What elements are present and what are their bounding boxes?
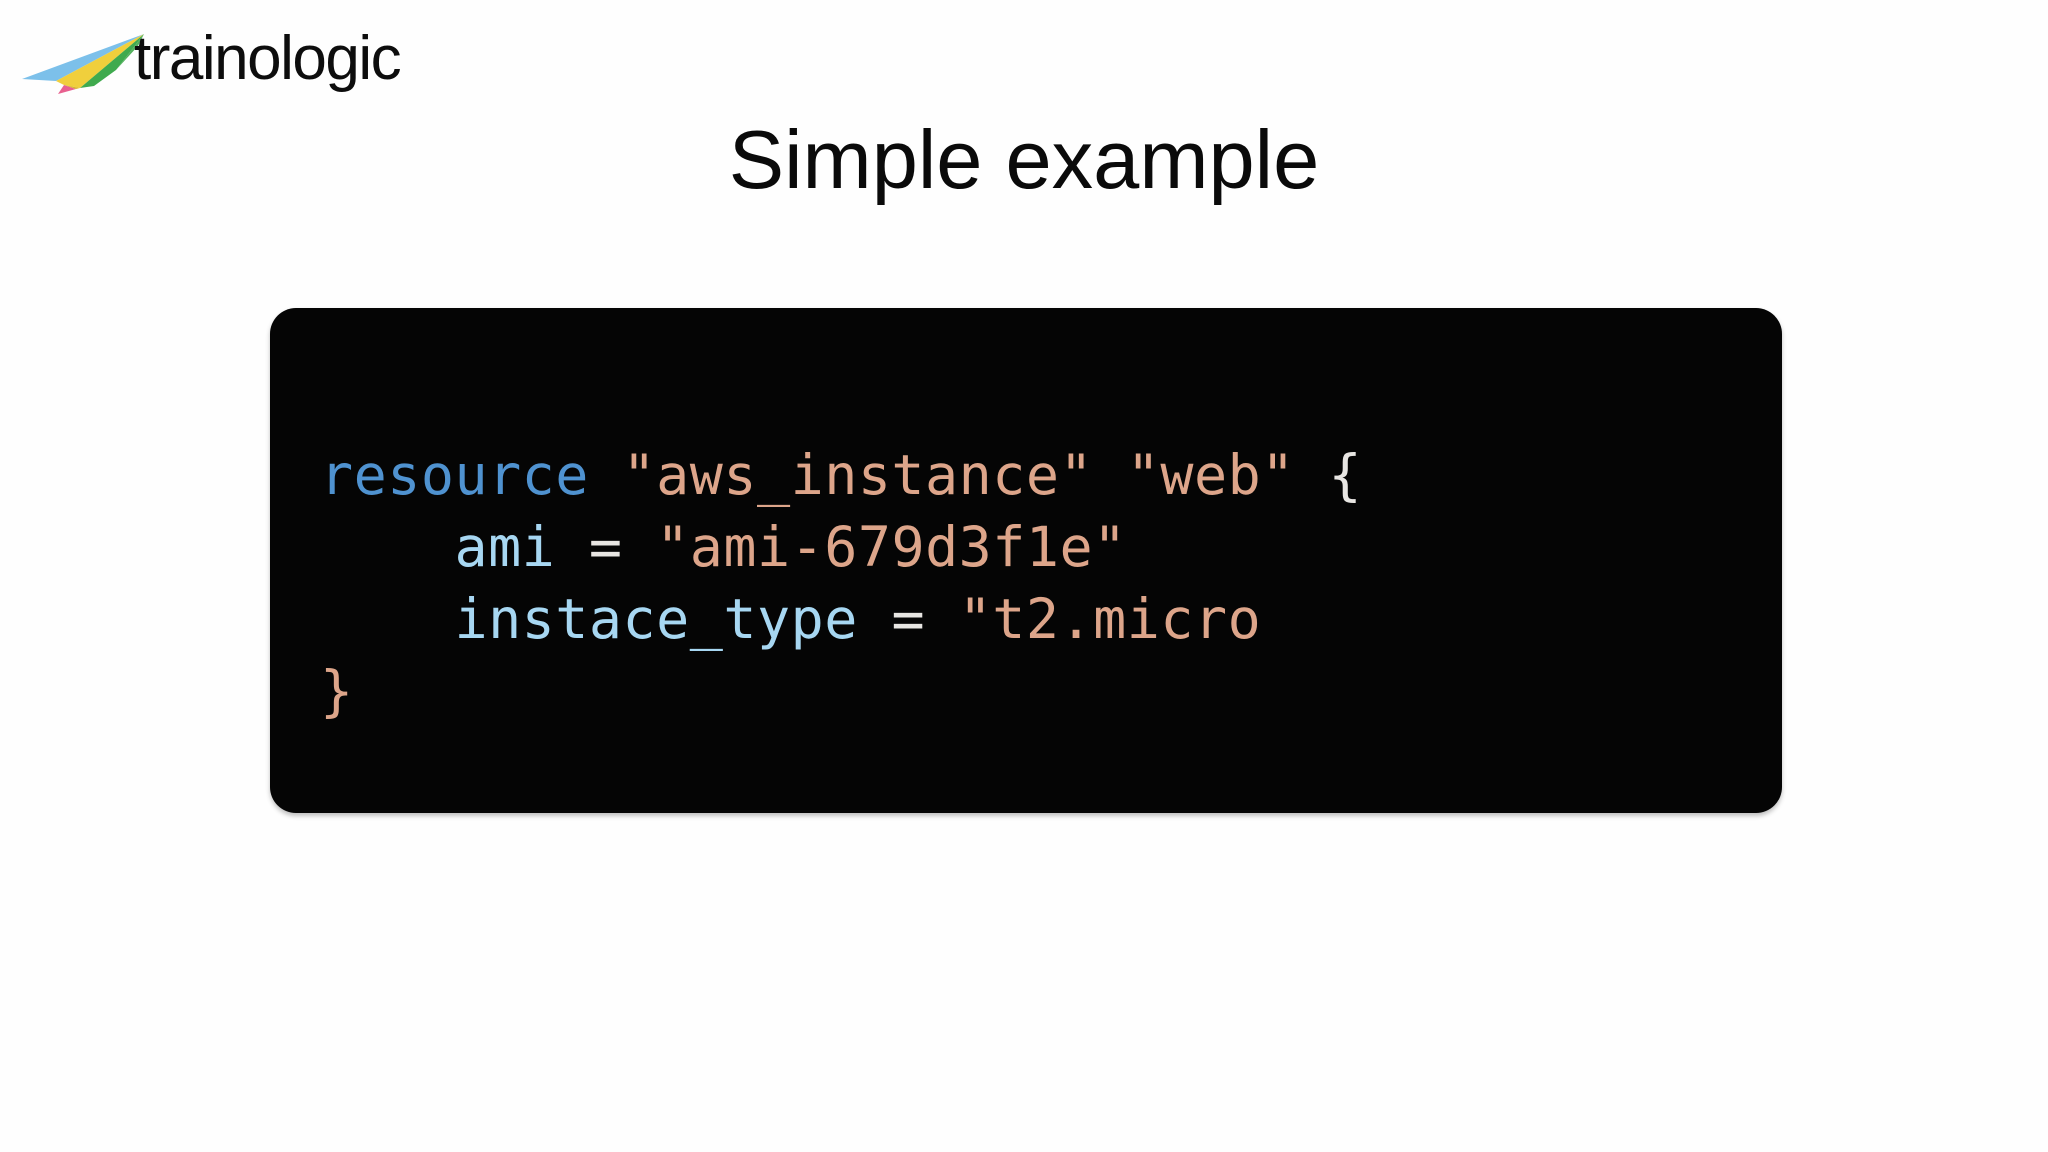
- code-token-op: =: [891, 587, 926, 651]
- code-line: }: [320, 659, 354, 723]
- paper-plane-icon: [22, 34, 144, 94]
- brand-wordmark: trainologic: [134, 24, 402, 93]
- code-token-str: "web": [1126, 443, 1295, 507]
- code-token-plain: [589, 443, 623, 507]
- code-block: resource "aws_instance" "web" { ami = "a…: [270, 308, 1782, 813]
- code-line: resource "aws_instance" "web" {: [320, 443, 1362, 507]
- code-token-brace-c: }: [320, 659, 354, 723]
- code-token-str: "ami-679d3f1e": [656, 515, 1127, 579]
- code-line: instace_type = "t2.micro: [320, 587, 1261, 651]
- code-token-kw: resource: [320, 443, 589, 507]
- code-token-plain: [320, 587, 454, 651]
- code-token-str: "t2.micro: [958, 587, 1262, 651]
- code-token-attr: ami: [454, 515, 556, 579]
- code-token-plain: [320, 515, 454, 579]
- code-token-attr: instace_type: [454, 587, 858, 651]
- code-token-plain: [1295, 443, 1329, 507]
- code-token-op: =: [588, 515, 623, 579]
- code-token-plain: [1093, 443, 1127, 507]
- code-token-str: "aws_instance": [622, 443, 1094, 507]
- brand-logo: trainologic: [20, 22, 402, 94]
- page-title: Simple example: [728, 113, 1320, 206]
- code-token-plain: [858, 587, 892, 651]
- code-token-plain: [555, 515, 589, 579]
- code-line: ami = "ami-679d3f1e": [320, 515, 1127, 579]
- code-token-punct: {: [1328, 443, 1363, 507]
- code-token-plain: [925, 587, 959, 651]
- code-token-plain: [623, 515, 657, 579]
- code-content: resource "aws_instance" "web" { ami = "a…: [320, 439, 1782, 727]
